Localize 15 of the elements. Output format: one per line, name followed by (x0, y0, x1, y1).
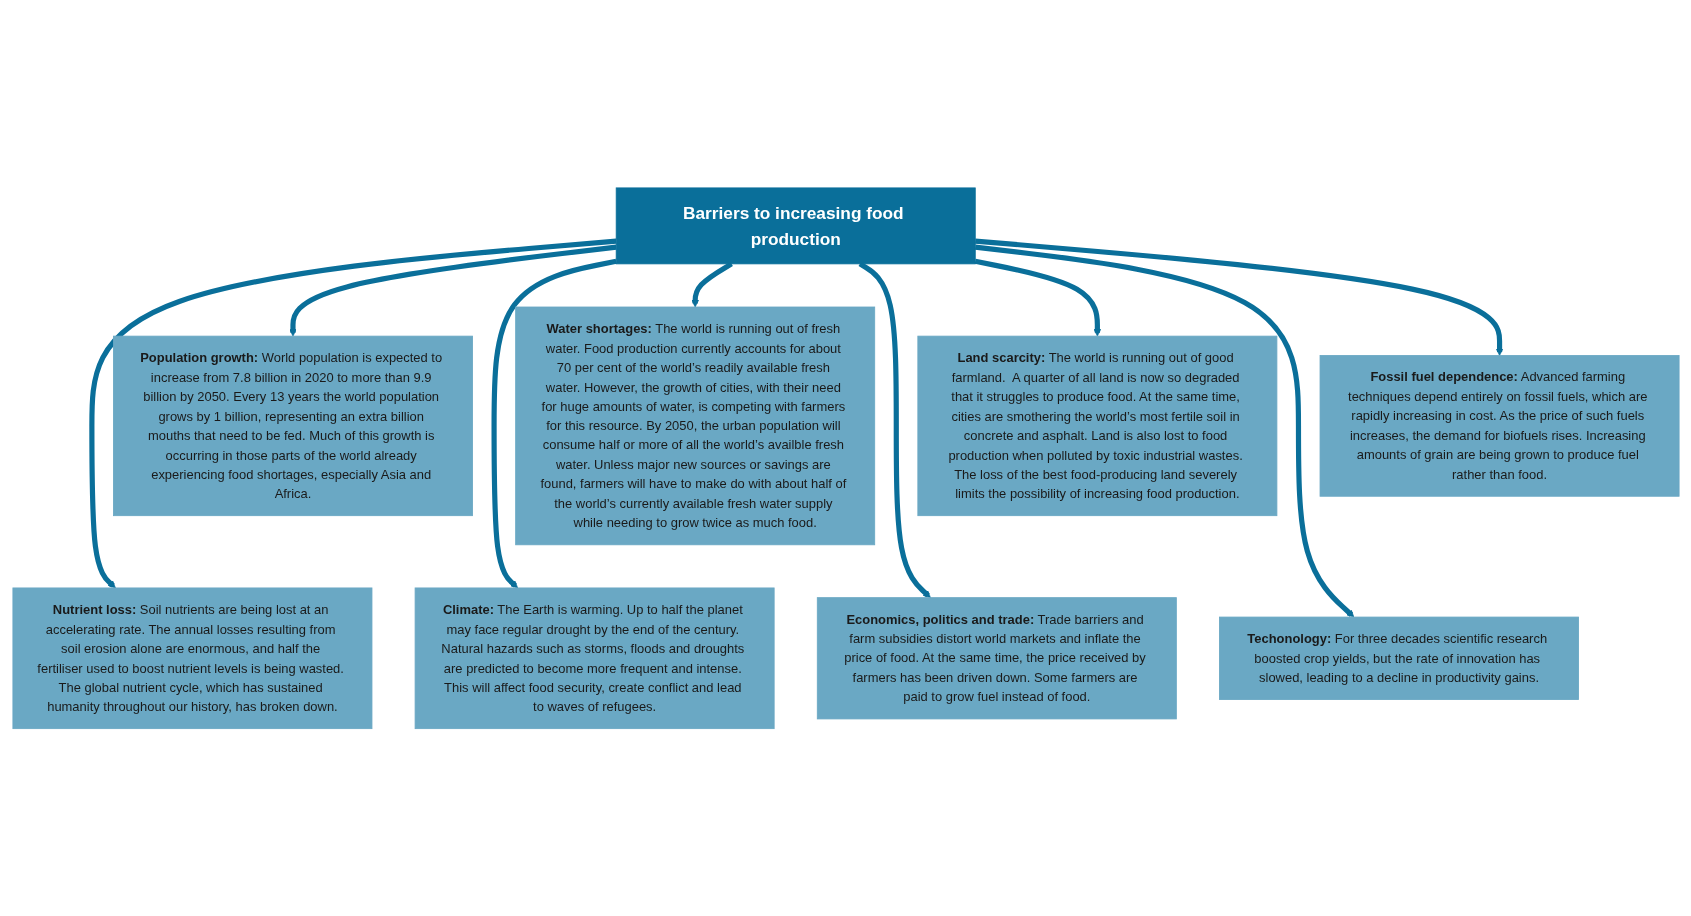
node-box: Population growth: World population is expected to increase from 7.8 billion in 2020 to more than 9.9 billion by 2050. Every 13 years the world population grows by 1 billion, representing an extra billion mouths that need to be fed. Much of this growth is occurring in those parts of the world already experiencing food shortages, especially Asia and Africa. (112, 335, 473, 516)
node-box: Barriers to increasing food production (615, 187, 976, 264)
arrow (974, 238, 1503, 356)
node-box: Fossil fuel dependence: Advanced farming techniques depend entirely on fossil fuels, which are rapidly increasing in cost. As the price of such fuels increases, the demand for biofuels rises. Increasing amounts of grain are being grown to produce fuel rather than food. (1319, 354, 1679, 497)
arrow (491, 258, 617, 588)
arrow (88, 238, 616, 588)
node-box: Land scarcity: The world is running out of good farmland. A quarter of all land is now so degraded that it struggles to produce food. At the same time, cities are smothering the world’s most fertile soil in concrete and asphalt. Land is also lost to food production when polluted by toxic industrial wastes. The loss of the best food-producing land severely limits the possibility of increasing food production. (916, 335, 1277, 516)
node-box: Water shortages: The world is running out of fresh water. Food production currently accounts for about 70 per cent of the world’s readily available fresh water. However, the growth of cities, with their need for huge amounts of water, is competing with farmers for this resource. By 2050, the urban population will consume half or more of all the world’s availble fresh water. Unless major new sources or savings are found, farmers will have to make do with about half of the world’s currently available fresh water supply while needing to grow twice as much food. (514, 306, 875, 545)
arrow (974, 244, 1354, 618)
node-box: Nutrient loss: Soil nutrients are being lost at an accelerating rate. The annual losses resulting from soil erosion alone are enormous, and half the fertiliser used to boost nutrient levels is being wasted. The global nutrient cycle, which has sustained humanity throughout our history, has broken down. (12, 587, 372, 729)
node-box: Techonology: For three decades scientific research boosted crop yields, but the rate of innovation has slowed, leading to a decline in productivity gains. (1218, 616, 1579, 700)
arrow (974, 258, 1101, 337)
node-box: Climate: The Earth is warming. Up to half the planet may face regular drought by the end of the century. Natural hazards such as storms, floods and droughts are predicted to become more frequent and intense. This will affect food security, create conflict and lead to waves of refugees. (414, 587, 775, 729)
arrow (288, 244, 616, 337)
node-box: Economics, politics and trade: Trade barriers and farm subsidies distort world markets and inflate the price of food. At the same time, the price received by farmers has been driven down. Some farmers are paid to grow fuel instead of food. (816, 596, 1177, 720)
